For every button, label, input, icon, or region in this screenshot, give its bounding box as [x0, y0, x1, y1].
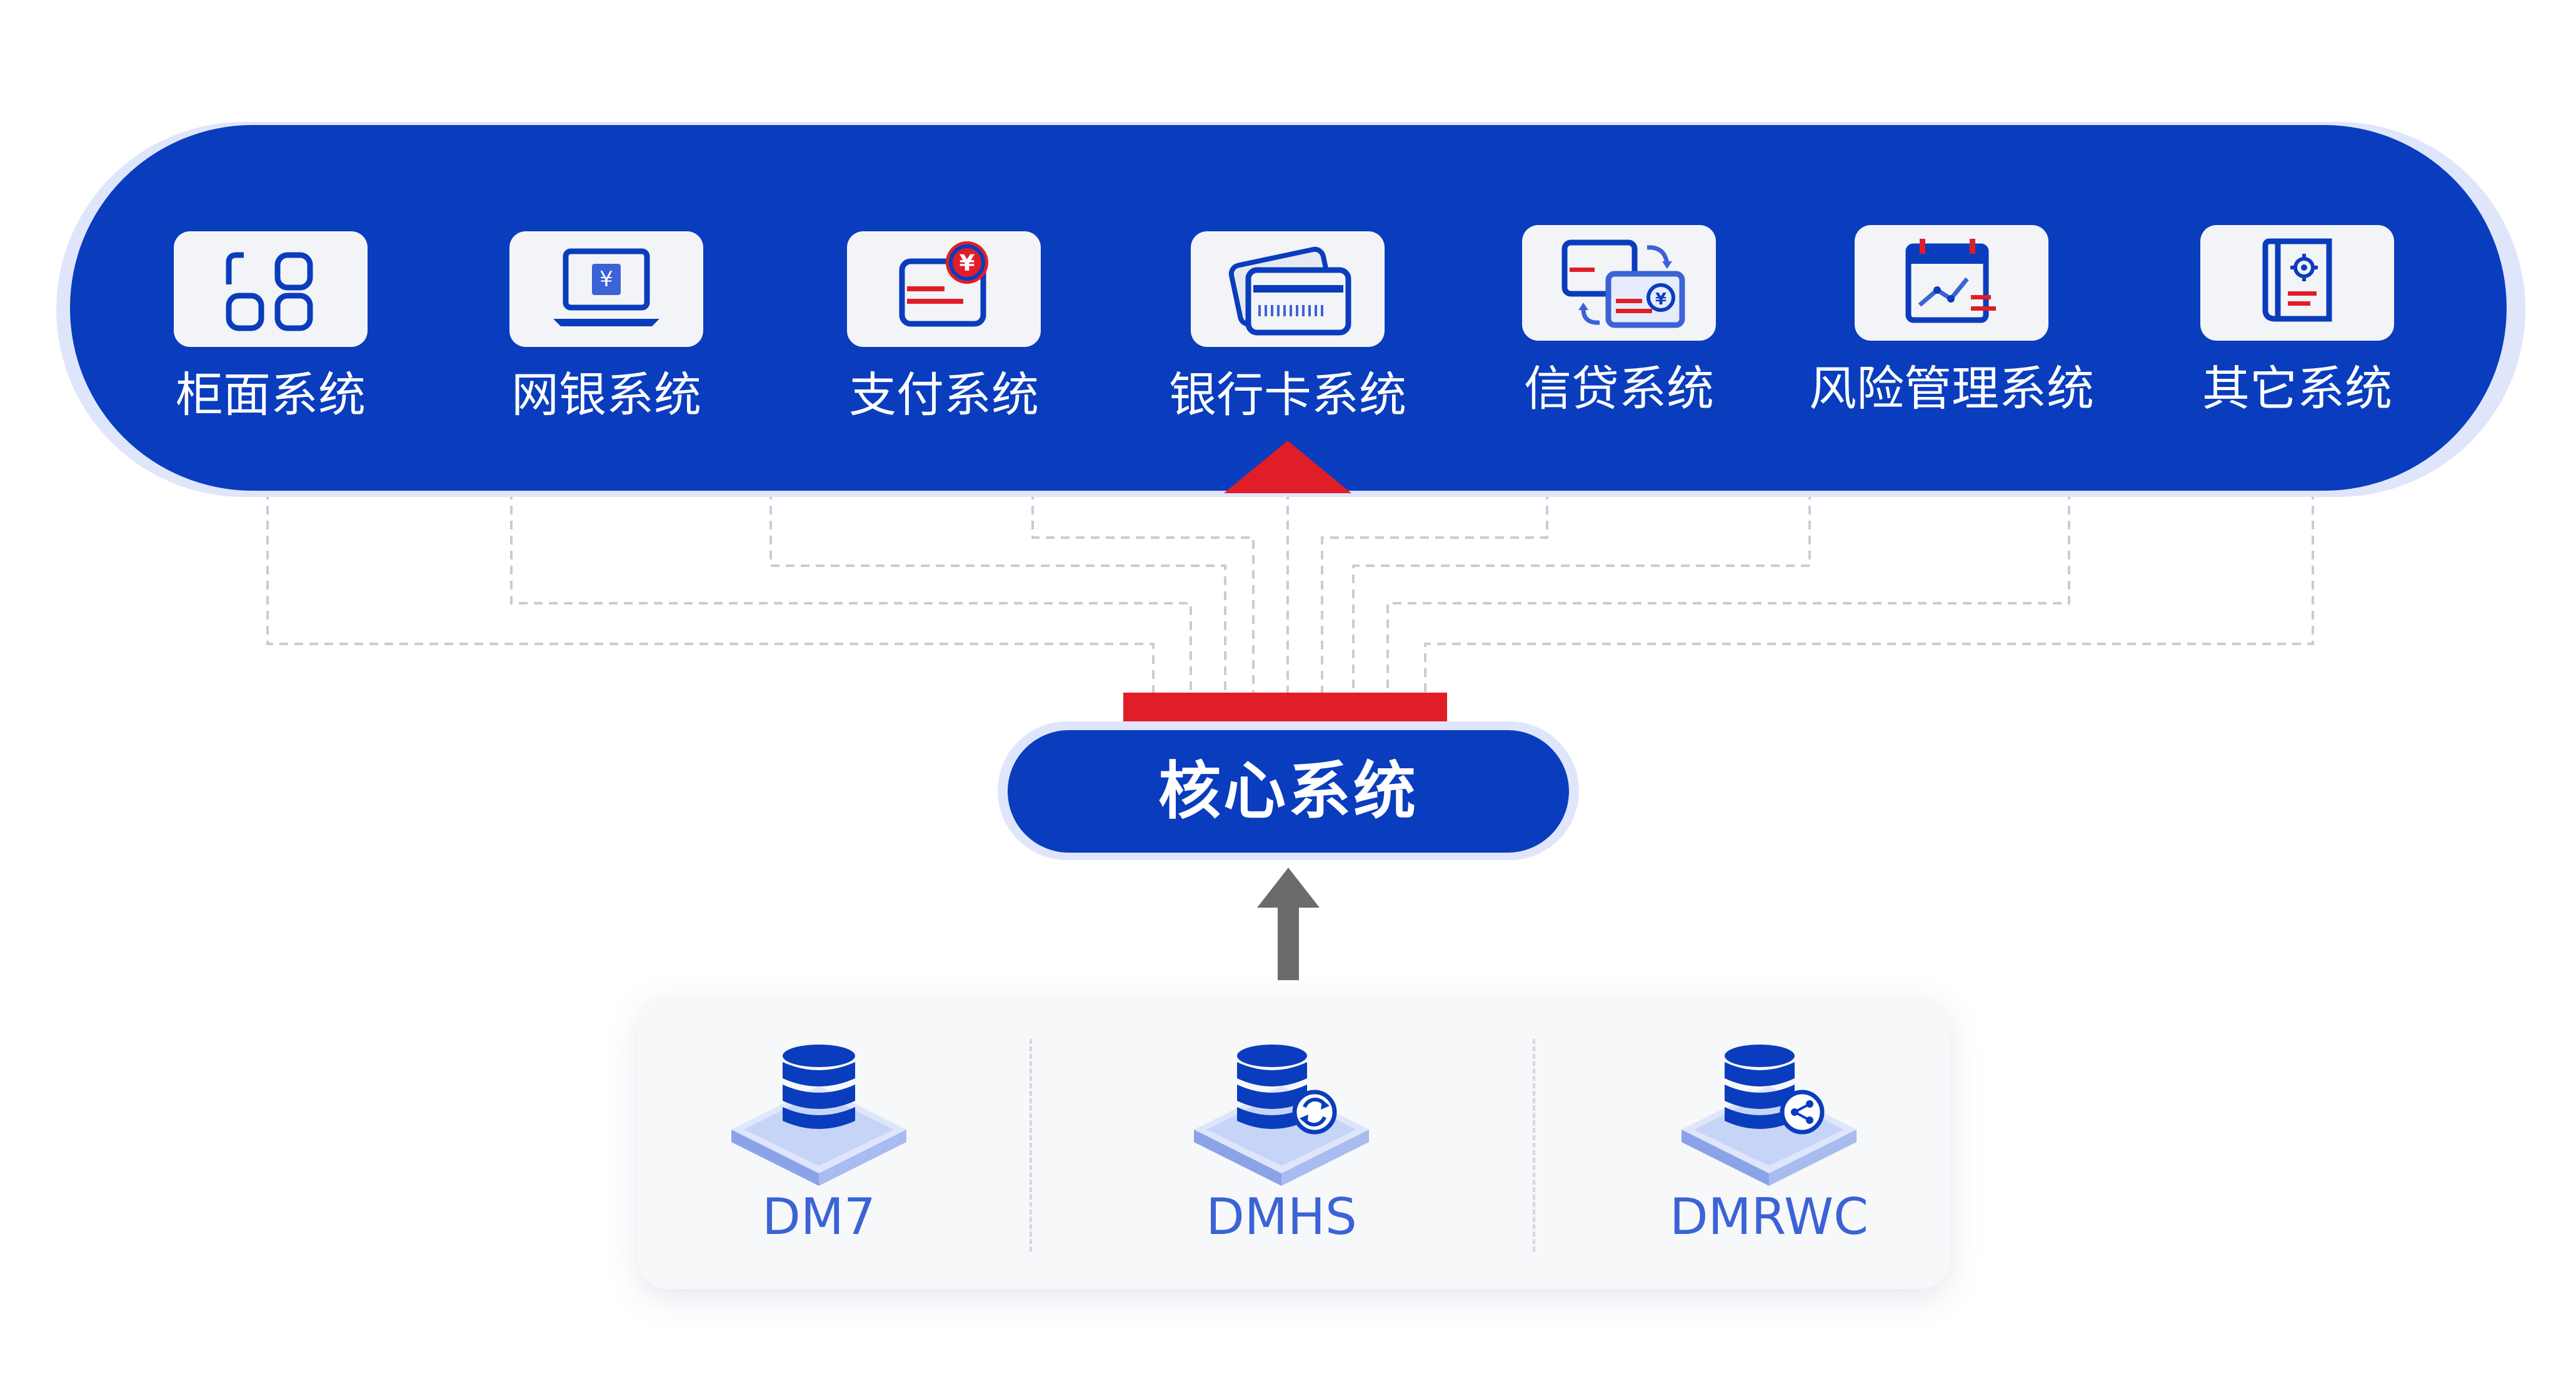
connector-2: [510, 491, 1192, 693]
settings-book-icon: [2200, 225, 2394, 341]
database-stack-icon: [731, 1045, 906, 1186]
system-label: 其它系统: [2202, 361, 2392, 416]
core-red-bar: [1123, 693, 1447, 721]
system-label: 银行卡系统: [1169, 367, 1406, 423]
system-label: 柜面系统: [176, 367, 366, 423]
system-bank-card[interactable]: 银行卡系统: [1119, 231, 1456, 444]
divider: [1533, 1039, 1535, 1251]
up-arrow-icon: [1257, 868, 1320, 980]
database-dm7[interactable]: DM7: [600, 995, 1038, 1289]
connector-1: [266, 491, 1155, 693]
system-counter[interactable]: 柜面系统: [102, 231, 439, 444]
database-sync-icon: [1194, 1045, 1369, 1186]
connector-6: [1352, 491, 1811, 693]
database-dmrwc[interactable]: DMRWC: [1550, 995, 1988, 1289]
system-label: 网银系统: [511, 367, 701, 423]
system-payment[interactable]: ¥ 支付系统: [775, 231, 1113, 444]
system-other[interactable]: 其它系统: [2128, 225, 2466, 438]
payment-card-yuan-icon: ¥: [847, 231, 1041, 347]
red-pointer-icon: [1224, 441, 1351, 493]
core-system[interactable]: 核心系统: [1008, 730, 1569, 853]
system-risk-management[interactable]: 风险管理系统: [1783, 225, 2120, 438]
database-dmhs[interactable]: DMHS: [1063, 995, 1500, 1289]
system-credit[interactable]: ¥ 信贷系统: [1450, 225, 1788, 438]
database-label: DMRWC: [1670, 1188, 1868, 1246]
laptop-yuan-icon: ¥: [509, 231, 703, 347]
credit-exchange-icon: ¥: [1522, 225, 1716, 341]
system-label: 支付系统: [849, 367, 1039, 423]
bank-card-icon: [1191, 231, 1385, 347]
system-online-banking[interactable]: ¥ 网银系统: [438, 231, 775, 444]
divider: [1030, 1039, 1032, 1251]
svg-text:¥: ¥: [599, 267, 613, 292]
system-label: 信贷系统: [1524, 361, 1714, 416]
apps-grid-icon: [174, 231, 368, 347]
database-label: DM7: [762, 1188, 876, 1246]
connector-8: [1424, 491, 2314, 693]
connector-7: [1386, 491, 2070, 693]
svg-text:¥: ¥: [959, 251, 975, 276]
connector-5: [1321, 491, 1548, 693]
svg-text:¥: ¥: [1655, 290, 1666, 309]
system-label: 风险管理系统: [1809, 361, 2094, 416]
risk-calendar-chart-icon: [1855, 225, 2048, 341]
connector-3: [769, 491, 1226, 693]
database-panel: DM7 DMHS: [638, 995, 1950, 1289]
connector-4: [1031, 491, 1255, 693]
database-share-icon: [1681, 1045, 1857, 1186]
database-label: DMHS: [1206, 1188, 1357, 1246]
